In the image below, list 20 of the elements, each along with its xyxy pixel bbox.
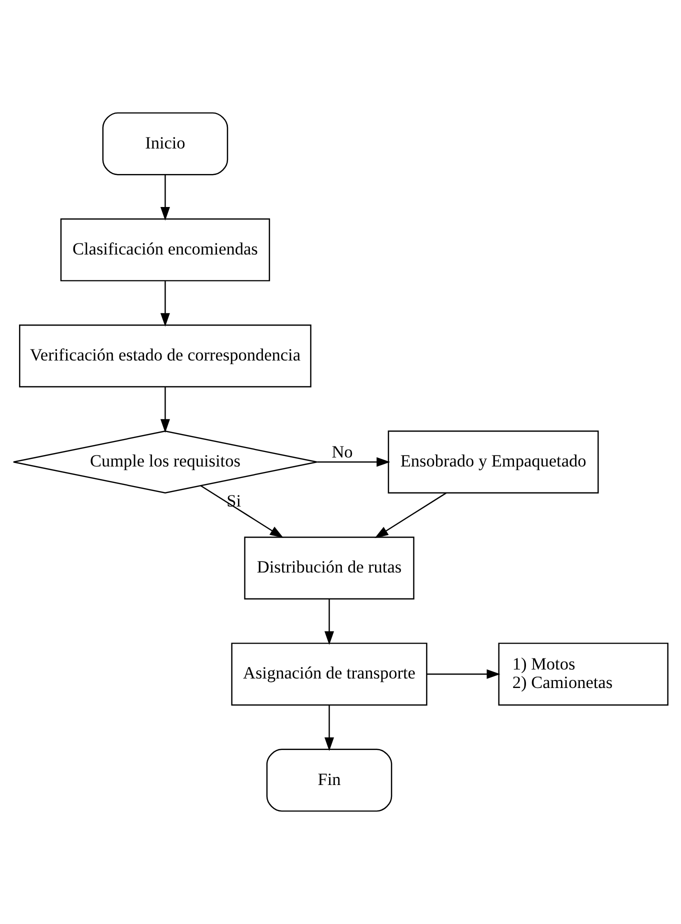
arrow (317, 457, 390, 467)
arrow (160, 281, 170, 327)
node-box: Clasificación encomiendas (60, 218, 270, 282)
node-diamond: Cumple los requisitos (12, 430, 318, 494)
arrow (374, 492, 447, 538)
arrow (160, 387, 170, 433)
node-box: Asignación de transporte (231, 642, 428, 706)
node-box: Fin (266, 748, 392, 812)
node-box: Distribución de rutas (244, 536, 414, 600)
arrow (324, 599, 334, 645)
node-box: Verificación estado de correspondencia (19, 324, 312, 388)
node-box: 1) Motos 2) Camionetas (498, 642, 668, 706)
arrow (427, 669, 500, 679)
node-box: Ensobrado y Empaquetado (388, 430, 599, 494)
arrow (160, 174, 170, 221)
edge-label: Si (226, 492, 242, 511)
arrow (200, 485, 284, 538)
arrow (324, 705, 334, 751)
edge-label: No (332, 442, 353, 462)
node-box: Inicio (102, 112, 228, 176)
